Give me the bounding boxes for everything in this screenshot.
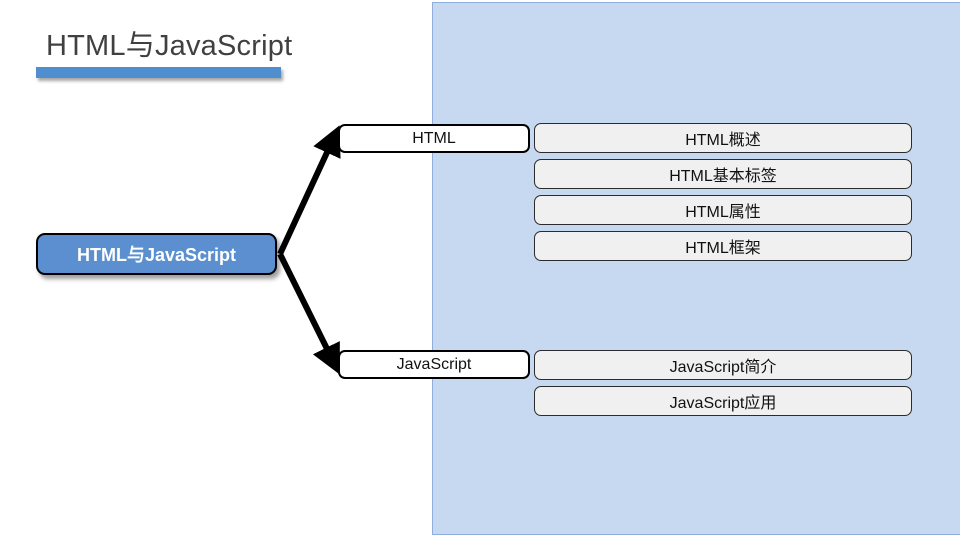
diagram-root-node-label: HTML与JavaScript — [76, 245, 237, 265]
diagram-branch-html[interactable]: HTML — [338, 124, 530, 153]
leaf-item-html-frames[interactable]: HTML框架 — [534, 231, 912, 261]
diagram-branch-html-label: HTML — [412, 129, 456, 147]
leaf-item-label: HTML属性 — [685, 204, 761, 221]
diagram-branch-javascript-label: JavaScript — [396, 355, 472, 373]
leaf-item-html-attributes[interactable]: HTML属性 — [534, 195, 912, 225]
leaf-item-label: HTML框架 — [685, 240, 761, 257]
connector-root-to-javascript — [277, 252, 340, 375]
leaf-item-javascript-application[interactable]: JavaScript应用 — [534, 386, 912, 416]
page-title: HTML与JavaScript — [46, 30, 293, 62]
leaf-item-label: HTML概述 — [685, 132, 761, 149]
leaf-item-label: JavaScript简介 — [669, 359, 777, 376]
connector-root-to-html — [277, 125, 341, 256]
leaf-item-javascript-intro[interactable]: JavaScript简介 — [534, 350, 912, 380]
leaf-item-label: JavaScript应用 — [669, 395, 777, 412]
title-underline-accent-bar — [36, 67, 281, 78]
content-background-panel — [432, 2, 960, 535]
leaf-item-label: HTML基本标签 — [669, 168, 777, 185]
leaf-item-html-overview[interactable]: HTML概述 — [534, 123, 912, 153]
diagram-branch-javascript[interactable]: JavaScript — [338, 350, 530, 379]
leaf-item-html-basic-tags[interactable]: HTML基本标签 — [534, 159, 912, 189]
diagram-root-node[interactable]: HTML与JavaScript — [36, 233, 277, 275]
